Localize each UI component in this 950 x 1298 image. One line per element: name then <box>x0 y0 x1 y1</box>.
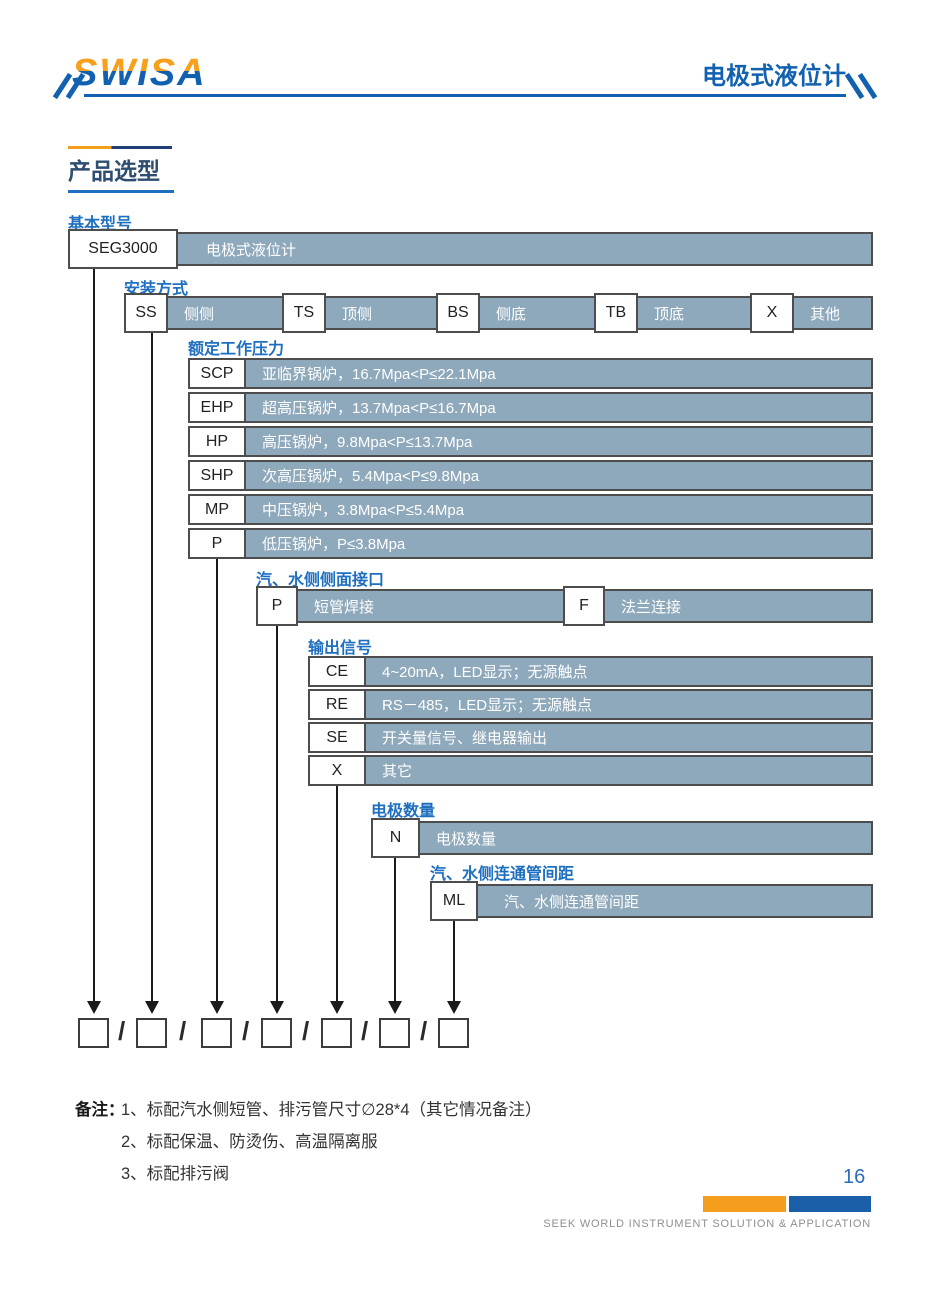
arrow-down-icon <box>87 1001 101 1014</box>
connector-line <box>336 786 338 1002</box>
arrow-down-icon <box>210 1001 224 1014</box>
connector-line <box>216 559 218 1002</box>
group-label-base-model: 基本型号 <box>68 216 133 233</box>
desc-cell-n: 电极数量 <box>418 821 873 855</box>
desc-cell-scp: 亚临界锅炉，16.7Mpa<P≤22.1Mpa <box>244 358 873 389</box>
page-number: 16 <box>843 1166 866 1188</box>
footer-blue-bar <box>789 1196 871 1212</box>
slash-separator: / <box>118 1016 126 1046</box>
desc-cell-shp: 次高压锅炉，5.4Mpa<P≤9.8Mpa <box>244 460 873 491</box>
key-cell-shp: SHP <box>188 460 246 491</box>
slash-separator: / <box>361 1016 369 1046</box>
arrow-down-icon <box>145 1001 159 1014</box>
brand-logo: SWISA <box>72 52 207 94</box>
key-cell-se: SE <box>308 722 366 753</box>
key-cell-p-pressure: P <box>188 528 246 559</box>
desc-cell-f-flange: 法兰连接 <box>603 589 873 623</box>
connector-line <box>93 269 95 1002</box>
connector-line <box>453 921 455 1002</box>
footer-orange-bar <box>703 1196 786 1212</box>
desc-cell-re: RS－485，LED显示；无源触点 <box>364 689 873 720</box>
arrow-down-icon <box>270 1001 284 1014</box>
key-cell-ts: TS <box>282 293 326 333</box>
desc-cell-ss: 侧侧 <box>166 296 284 330</box>
desc-cell-se: 开关量信号、继电器输出 <box>364 722 873 753</box>
section-title: 产品选型 <box>68 158 160 184</box>
key-cell-ml: ML <box>430 881 478 921</box>
group-label-side-interface: 汽、水侧侧面接口 <box>256 572 385 589</box>
connector-line <box>276 626 278 1002</box>
arrow-down-icon <box>447 1001 461 1014</box>
desc-cell-ts: 顶侧 <box>324 296 438 330</box>
desc-cell-tb: 顶底 <box>636 296 752 330</box>
arrow-down-icon <box>330 1001 344 1014</box>
desc-cell-bs: 侧底 <box>478 296 596 330</box>
model-code-box <box>78 1018 109 1048</box>
section-title-underline <box>68 190 174 193</box>
key-cell-f-flange: F <box>563 586 605 626</box>
slash-separator: / <box>179 1016 187 1046</box>
desc-cell-seg3000: 电极式液位计 <box>176 232 873 266</box>
key-cell-re: RE <box>308 689 366 720</box>
desc-cell-hp: 高压锅炉，9.8Mpa<P≤13.7Mpa <box>244 426 873 457</box>
desc-cell-p-pressure: 低压锅炉，P≤3.8Mpa <box>244 528 873 559</box>
key-cell-ss: SS <box>124 293 168 333</box>
group-label-output-signal: 输出信号 <box>308 640 373 657</box>
note-item-3: 3、标配排污阀 <box>121 1165 230 1183</box>
model-code-box <box>321 1018 352 1048</box>
model-code-box <box>261 1018 292 1048</box>
desc-cell-ce: 4~20mA，LED显示；无源触点 <box>364 656 873 687</box>
key-cell-x-mount: X <box>750 293 794 333</box>
group-label-pressure: 额定工作压力 <box>188 341 285 358</box>
desc-cell-x-mount: 其他 <box>792 296 873 330</box>
slash-separator: / <box>242 1016 250 1046</box>
key-cell-mp: MP <box>188 494 246 525</box>
key-cell-x-signal: X <box>308 755 366 786</box>
key-cell-ce: CE <box>308 656 366 687</box>
desc-cell-mp: 中压锅炉，3.8Mpa<P≤5.4Mpa <box>244 494 873 525</box>
model-code-box <box>136 1018 167 1048</box>
note-item-1: 1、标配汽水侧短管、排污管尺寸∅28*4（其它情况备注） <box>121 1101 542 1119</box>
page-header-title: 电极式液位计 <box>702 63 846 90</box>
connector-line <box>151 333 153 1002</box>
connector-line <box>394 858 396 1002</box>
slash-separator: / <box>302 1016 310 1046</box>
key-cell-p-weld: P <box>256 586 298 626</box>
key-cell-scp: SCP <box>188 358 246 389</box>
section-title-topline <box>68 146 172 149</box>
model-code-box <box>201 1018 232 1048</box>
key-cell-bs: BS <box>436 293 480 333</box>
key-cell-ehp: EHP <box>188 392 246 423</box>
desc-cell-x-signal: 其它 <box>364 755 873 786</box>
note-item-2: 2、标配保温、防烫伤、高温隔离服 <box>121 1133 378 1151</box>
key-cell-n: N <box>371 818 420 858</box>
slash-separator: / <box>420 1016 428 1046</box>
desc-cell-ehp: 超高压锅炉，13.7Mpa<P≤16.7Mpa <box>244 392 873 423</box>
key-cell-hp: HP <box>188 426 246 457</box>
group-label-pipe-spacing: 汽、水侧连通管间距 <box>430 866 575 883</box>
desc-cell-ml: 汽、水侧连通管间距 <box>476 884 873 918</box>
footer-tagline: SEEK WORLD INSTRUMENT SOLUTION & APPLICA… <box>543 1218 871 1230</box>
model-code-box <box>438 1018 469 1048</box>
desc-cell-p-weld: 短管焊接 <box>296 589 565 623</box>
notes-label: 备注： <box>75 1101 125 1119</box>
group-label-electrode-count: 电极数量 <box>371 803 436 820</box>
arrow-down-icon <box>388 1001 402 1014</box>
key-cell-seg3000: SEG3000 <box>68 229 178 269</box>
header-rule <box>84 94 846 97</box>
model-code-box <box>379 1018 410 1048</box>
key-cell-tb: TB <box>594 293 638 333</box>
